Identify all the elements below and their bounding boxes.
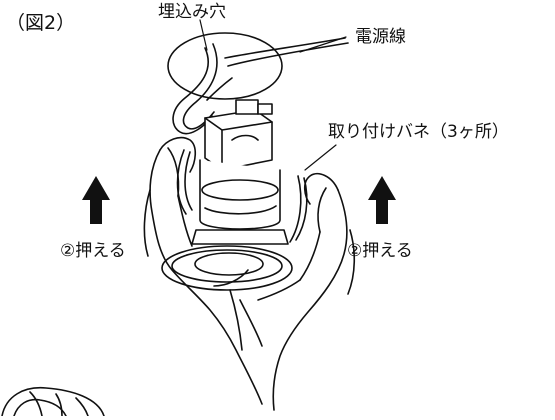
left-hand: [143, 136, 263, 405]
arrow-up-right: [368, 176, 396, 224]
trim-ring: [161, 245, 293, 291]
arrow-up-left: [82, 176, 110, 224]
push-right-label: ②押える: [347, 241, 413, 261]
terminal-block: [204, 99, 273, 171]
mounting-springs-label: 取り付けバネ（3ヶ所）: [328, 122, 509, 142]
mounting-hole-label: 埋込み穴: [158, 2, 226, 22]
leader-lines: [199, 19, 347, 171]
lamp-body: [191, 159, 289, 245]
right-hand: [229, 172, 356, 411]
power-cable: [172, 37, 349, 135]
push-left-label: ②押える: [60, 241, 126, 261]
mounting-hole-ellipse: [167, 32, 283, 100]
power-cable-label: 電源線: [355, 27, 406, 47]
figure-title: （図2）: [6, 12, 76, 34]
detail-inset: [1, 387, 105, 417]
